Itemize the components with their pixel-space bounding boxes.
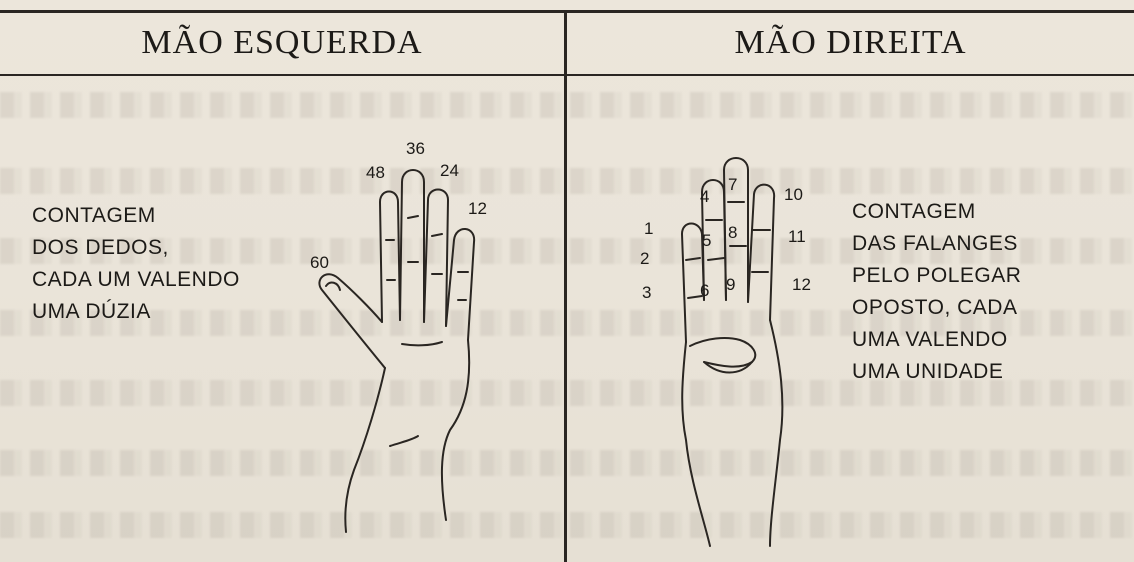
phalanx-label-3: 3 xyxy=(642,283,651,302)
show-through-line xyxy=(0,310,1134,336)
phalanx-label-5: 5 xyxy=(702,231,711,250)
caption-line: DAS FALANGES xyxy=(852,232,1018,255)
caption-line: OPOSTO, CADA xyxy=(852,296,1018,319)
finger-label-index: 48 xyxy=(366,163,385,182)
caption-line: CONTAGEM xyxy=(852,200,976,223)
show-through-line xyxy=(0,92,1134,118)
phalanx-label-11: 11 xyxy=(788,227,806,246)
left-hand-header: MÃO ESQUERDA xyxy=(141,24,423,61)
right-hand-drawing: 1 2 3 4 5 6 7 8 9 10 11 12 xyxy=(640,157,811,547)
phalanx-label-10: 10 xyxy=(784,185,803,204)
table-top-rule xyxy=(0,10,1134,13)
left-hand-drawing: 48 36 24 12 60 xyxy=(310,140,487,533)
finger-label-ring: 24 xyxy=(440,161,459,180)
show-through-line xyxy=(0,512,1134,538)
caption-line: UMA DÚZIA xyxy=(32,300,151,323)
show-through-line xyxy=(0,168,1134,194)
phalanx-label-4: 4 xyxy=(700,187,709,206)
table-column-divider xyxy=(564,10,567,562)
table-header-rule xyxy=(0,74,1134,76)
phalanx-label-9: 9 xyxy=(726,275,735,294)
finger-label-thumb: 60 xyxy=(310,253,329,272)
show-through-line xyxy=(0,450,1134,476)
finger-label-middle: 36 xyxy=(406,140,425,158)
phalanx-label-2: 2 xyxy=(640,249,649,268)
phalanx-label-12: 12 xyxy=(792,275,811,294)
caption-line: DOS DEDOS, xyxy=(32,236,169,259)
right-hand-outline xyxy=(681,157,784,547)
phalanx-label-7: 7 xyxy=(728,175,737,194)
caption-line: CADA UM VALENDO xyxy=(32,268,240,291)
show-through-line xyxy=(0,238,1134,264)
right-hand-header: MÃO DIREITA xyxy=(734,24,967,61)
caption-line: UMA VALENDO xyxy=(852,328,1008,351)
caption-line: UMA UNIDADE xyxy=(852,360,1004,383)
phalanx-label-8: 8 xyxy=(728,223,737,242)
right-hand-caption: CONTAGEM DAS FALANGES PELO POLEGAR OPOST… xyxy=(852,196,1021,388)
finger-label-pinky: 12 xyxy=(468,199,487,218)
left-hand-outline xyxy=(318,169,476,533)
left-hand-caption: CONTAGEM DOS DEDOS, CADA UM VALENDO UMA … xyxy=(32,200,240,328)
phalanx-label-1: 1 xyxy=(644,219,653,238)
phalanx-label-6: 6 xyxy=(700,281,709,300)
caption-line: PELO POLEGAR xyxy=(852,264,1022,287)
caption-line: CONTAGEM xyxy=(32,204,156,227)
show-through-line xyxy=(0,380,1134,406)
